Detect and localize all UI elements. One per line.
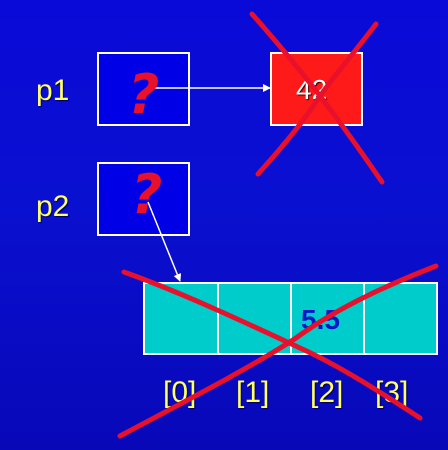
heap-int-value: 42: [296, 74, 328, 105]
array-index-2: [2]: [310, 376, 344, 409]
array-cell-1: [217, 282, 292, 355]
array-index-3: [3]: [375, 376, 409, 409]
array-cell-0: [143, 282, 219, 355]
array-cell-2-value: 5.5: [301, 304, 340, 335]
pointer-box-p2: [97, 162, 190, 236]
pointer-box-p1: [97, 52, 190, 126]
array-cell-3: [363, 282, 438, 355]
pointer-label-p2: p2: [36, 190, 70, 223]
pointer-label-p1: p1: [36, 74, 70, 107]
array-index-0: [0]: [163, 376, 197, 409]
array-index-1: [1]: [236, 376, 270, 409]
